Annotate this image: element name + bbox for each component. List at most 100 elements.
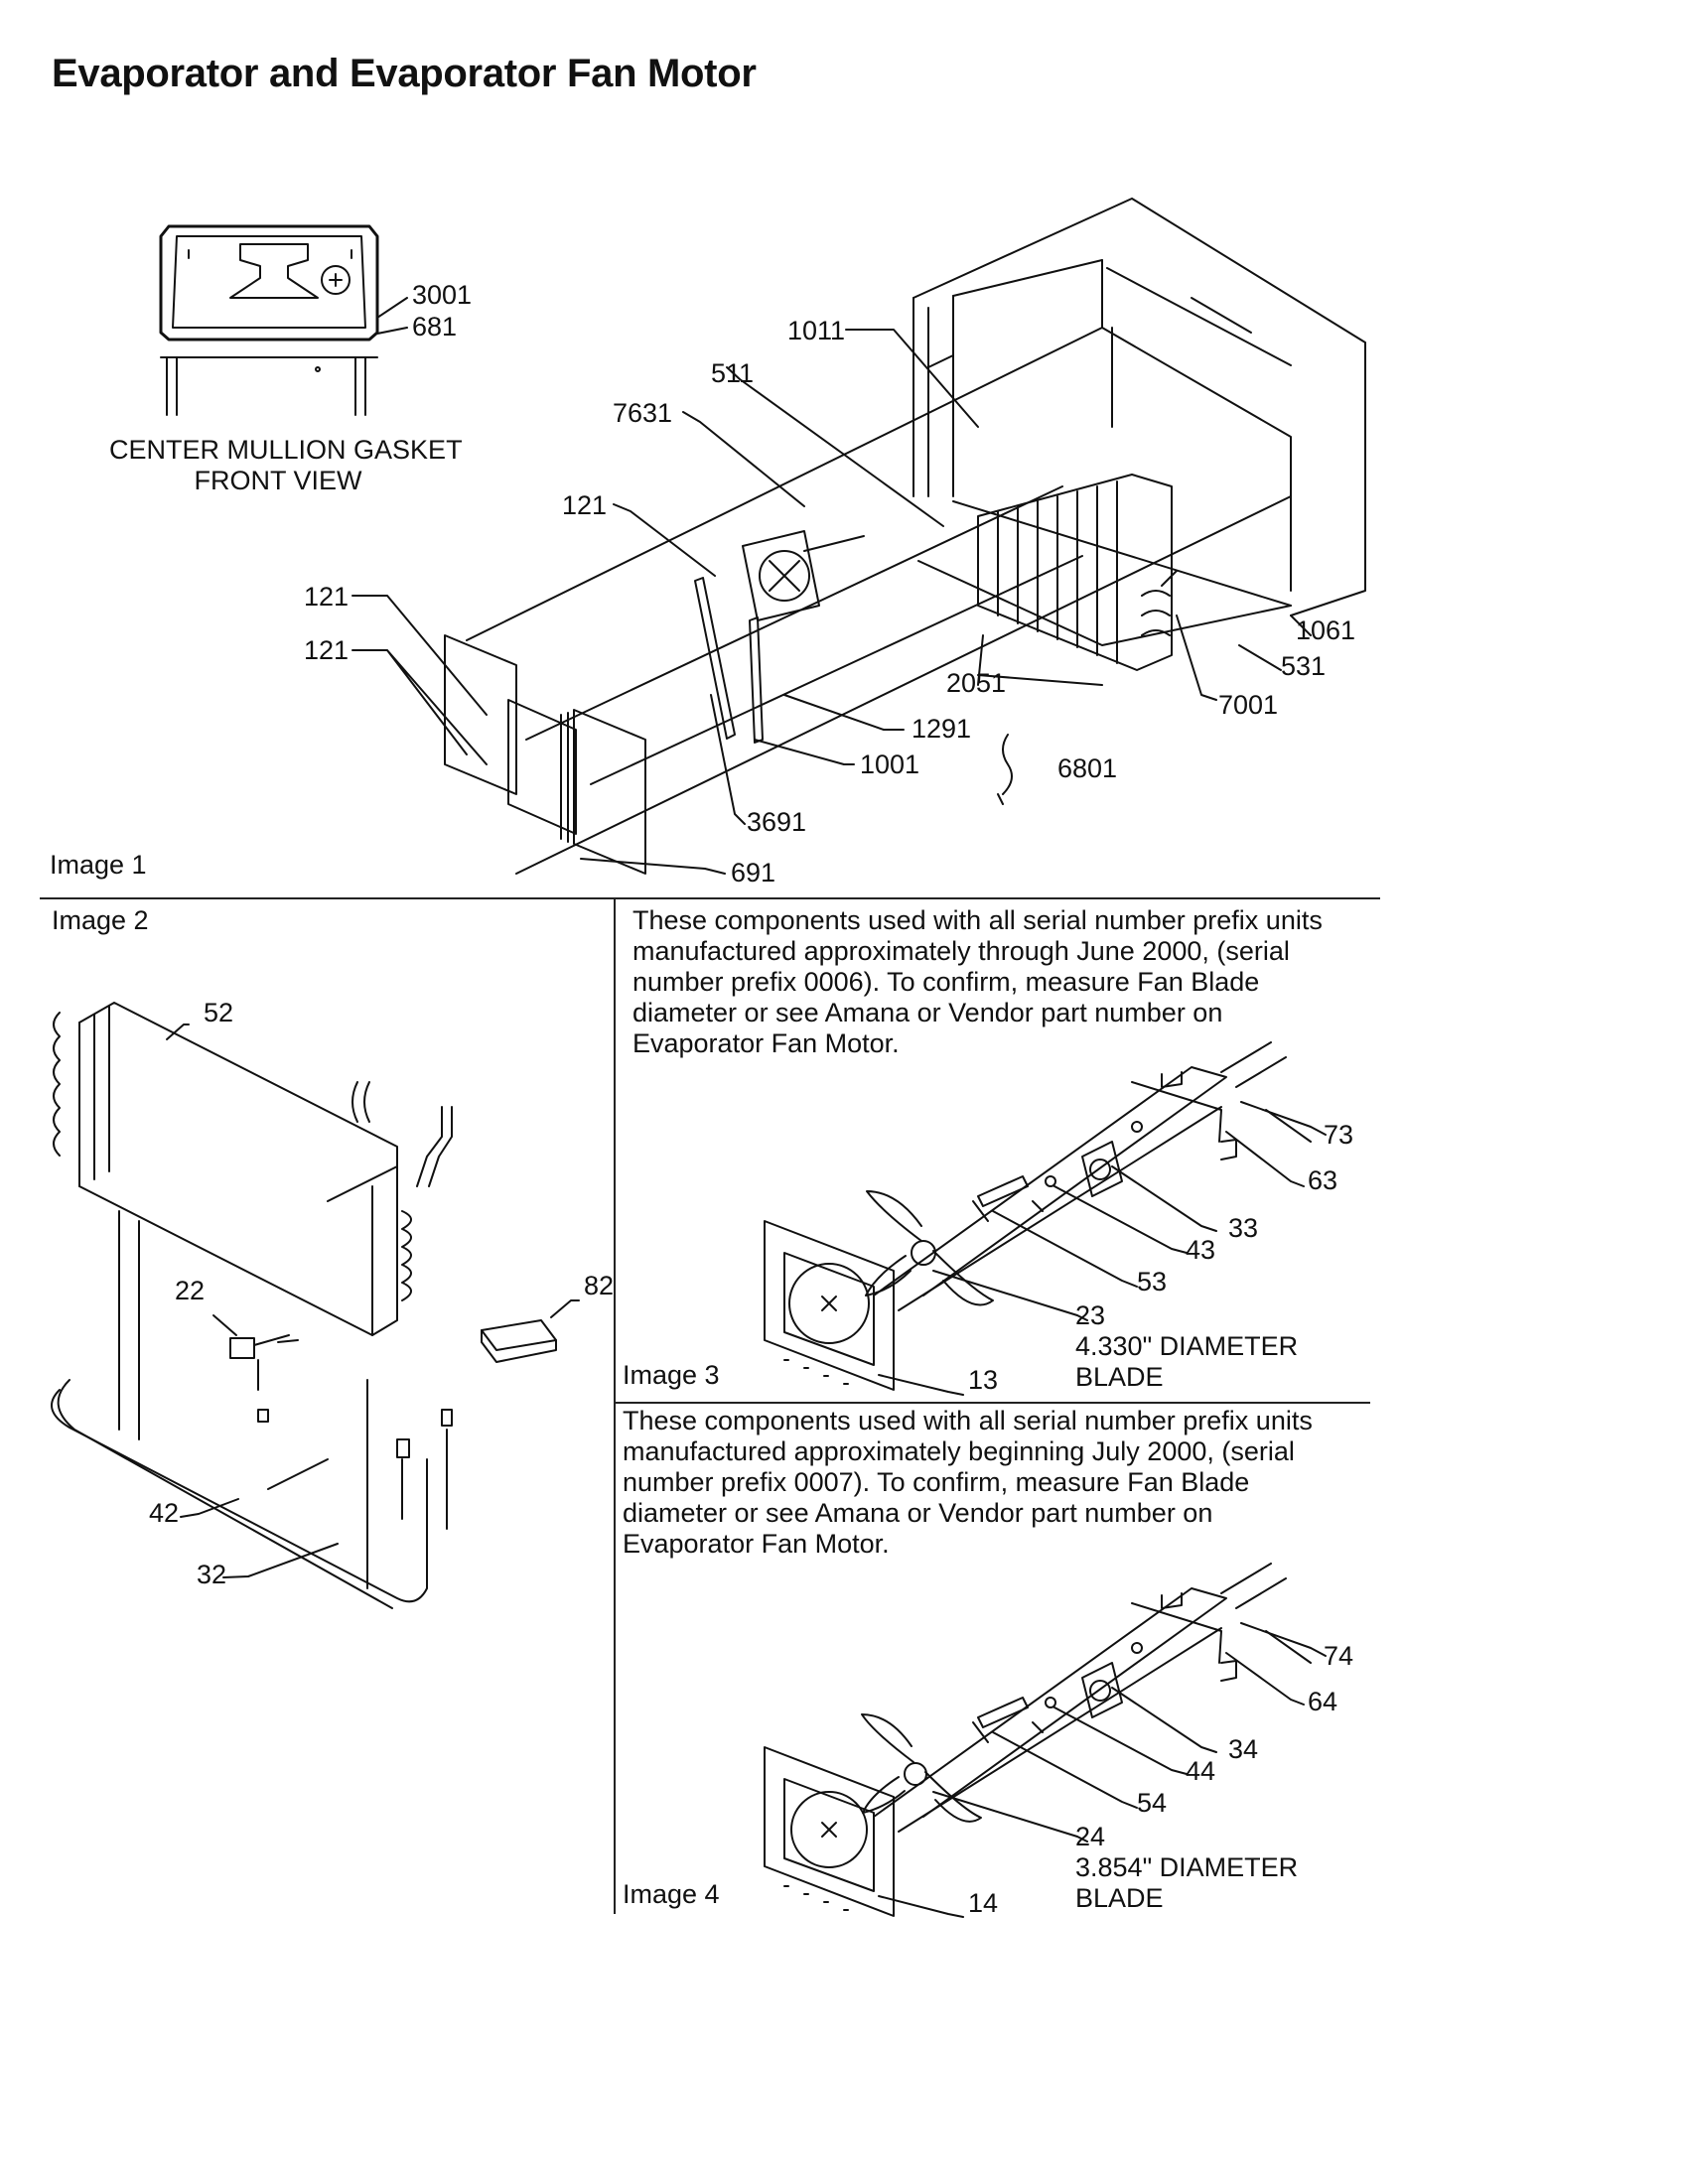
part-34: 34 — [1228, 1734, 1259, 1764]
image1-label: Image 1 — [50, 850, 147, 880]
part-1291: 1291 — [912, 714, 972, 744]
part-6801: 6801 — [1057, 753, 1118, 783]
evaporator-coil-image2 — [53, 1002, 453, 1336]
gasket-caption-line2: FRONT VIEW — [194, 466, 362, 495]
part-3691: 3691 — [747, 807, 807, 837]
part-691: 691 — [731, 858, 776, 887]
leader-52 — [166, 1024, 190, 1040]
part-2051: 2051 — [946, 668, 1007, 698]
image3-note-line4: diameter or see Amana or Vendor part num… — [632, 998, 1223, 1027]
leader-531 — [1238, 644, 1282, 671]
mullion-strip — [694, 577, 764, 744]
leader-82 — [550, 1299, 580, 1318]
part-74: 74 — [1324, 1641, 1354, 1671]
part-22: 22 — [175, 1276, 206, 1305]
gasket-caption-line1: CENTER MULLION GASKET — [109, 435, 463, 465]
screws-image4 — [1220, 1563, 1327, 1657]
leader-1061 — [1290, 614, 1312, 636]
image4-blade-word: BLADE — [1075, 1883, 1164, 1913]
image4-note-line4: diameter or see Amana or Vendor part num… — [623, 1498, 1213, 1528]
leader-121a — [613, 503, 716, 577]
section-divider-vertical — [614, 899, 616, 1914]
leader-7001 — [1176, 614, 1217, 701]
part-121-b: 121 — [304, 582, 350, 612]
section-divider-horizontal — [40, 897, 1380, 899]
leader-24 — [932, 1791, 1088, 1843]
gasket-caption: CENTER MULLION GASKET FRONT VIEW — [109, 435, 463, 496]
image3-note-line2: manufactured approximately through June … — [632, 936, 1290, 966]
leader-13 — [878, 1374, 964, 1396]
defrost-terminator — [481, 1319, 557, 1363]
wire-6801 — [997, 734, 1013, 805]
part-7631: 7631 — [613, 398, 673, 428]
image4-blade-diameter: 3.854" DIAMETER — [1075, 1852, 1299, 1882]
part-121-c: 121 — [304, 635, 350, 665]
part-23: 23 — [1075, 1300, 1106, 1330]
fan-bracket-image4 — [873, 1587, 1237, 1833]
part-63: 63 — [1308, 1165, 1338, 1195]
leader-33 — [1111, 1165, 1217, 1232]
part-73: 73 — [1324, 1120, 1354, 1150]
part-13: 13 — [968, 1365, 999, 1395]
leader-511 — [726, 366, 944, 527]
leader-34 — [1111, 1687, 1217, 1753]
image4-note: These components used with all serial nu… — [623, 1406, 1377, 1560]
part-43: 43 — [1186, 1235, 1216, 1265]
leader-54 — [992, 1731, 1138, 1809]
part-531: 531 — [1281, 651, 1327, 681]
leader-681 — [376, 327, 408, 335]
part-44: 44 — [1186, 1756, 1216, 1786]
image3-note-line3: number prefix 0006). To confirm, measure… — [632, 967, 1260, 997]
part-1061: 1061 — [1296, 615, 1356, 645]
leader-121c — [351, 649, 488, 765]
part-1001: 1001 — [860, 750, 920, 779]
image3-note-line1: These components used with all serial nu… — [632, 905, 1323, 935]
page-title: Evaporator and Evaporator Fan Motor — [52, 52, 757, 95]
image4-note-line1: These components used with all serial nu… — [623, 1406, 1313, 1435]
image3-blade-caption: 4.330" DIAMETER BLADE — [1075, 1331, 1298, 1393]
image4-note-line3: number prefix 0007). To confirm, measure… — [623, 1467, 1250, 1497]
part-54: 54 — [1137, 1788, 1168, 1818]
part-24: 24 — [1075, 1822, 1106, 1851]
leader-3001 — [376, 297, 408, 319]
fan-blade-image4 — [861, 1713, 982, 1823]
leader-32 — [222, 1543, 339, 1578]
part-3001: 3001 — [412, 280, 473, 310]
image4-note-line2: manufactured approximately beginning Jul… — [623, 1436, 1295, 1466]
part-121-a: 121 — [562, 490, 608, 520]
part-14: 14 — [968, 1888, 999, 1918]
evaporator-coil — [977, 474, 1178, 671]
leader-23 — [932, 1270, 1088, 1321]
thermostat-and-connectors — [229, 1334, 453, 1530]
part-42: 42 — [149, 1498, 180, 1528]
leader-22 — [212, 1314, 237, 1336]
part-82: 82 — [584, 1271, 615, 1300]
image3-note-line5: Evaporator Fan Motor. — [632, 1028, 900, 1058]
leader-43 — [1053, 1185, 1188, 1254]
defrost-heater-loop — [51, 1210, 428, 1609]
image4-note-line5: Evaporator Fan Motor. — [623, 1529, 890, 1559]
fan-motor-image3 — [1045, 1121, 1143, 1197]
image3-blade-diameter: 4.330" DIAMETER — [1075, 1331, 1299, 1361]
leader-2051 — [977, 634, 984, 686]
leader-74-64 — [1225, 1630, 1312, 1706]
section-divider-image3-4 — [616, 1402, 1370, 1404]
freezer-cabinet — [912, 198, 1366, 616]
leader-1011 — [845, 329, 979, 428]
leader-73-63 — [1225, 1109, 1312, 1187]
part-511: 511 — [711, 358, 755, 388]
part-52: 52 — [204, 998, 234, 1027]
image4-blade-caption: 3.854" DIAMETER BLADE — [1075, 1852, 1298, 1914]
leader-121b — [351, 595, 488, 716]
part-53: 53 — [1137, 1267, 1168, 1297]
fan-bracket-image3 — [873, 1066, 1237, 1311]
part-1011: 1011 — [787, 316, 846, 345]
image3-note: These components used with all serial nu… — [632, 905, 1387, 1059]
fan-blade-image3 — [865, 1190, 994, 1306]
part-33: 33 — [1228, 1213, 1259, 1243]
fan-shroud-image3 — [764, 1220, 895, 1391]
leader-1291 — [783, 694, 905, 731]
rear-panels — [444, 634, 646, 875]
screws-image3 — [1220, 1041, 1327, 1136]
